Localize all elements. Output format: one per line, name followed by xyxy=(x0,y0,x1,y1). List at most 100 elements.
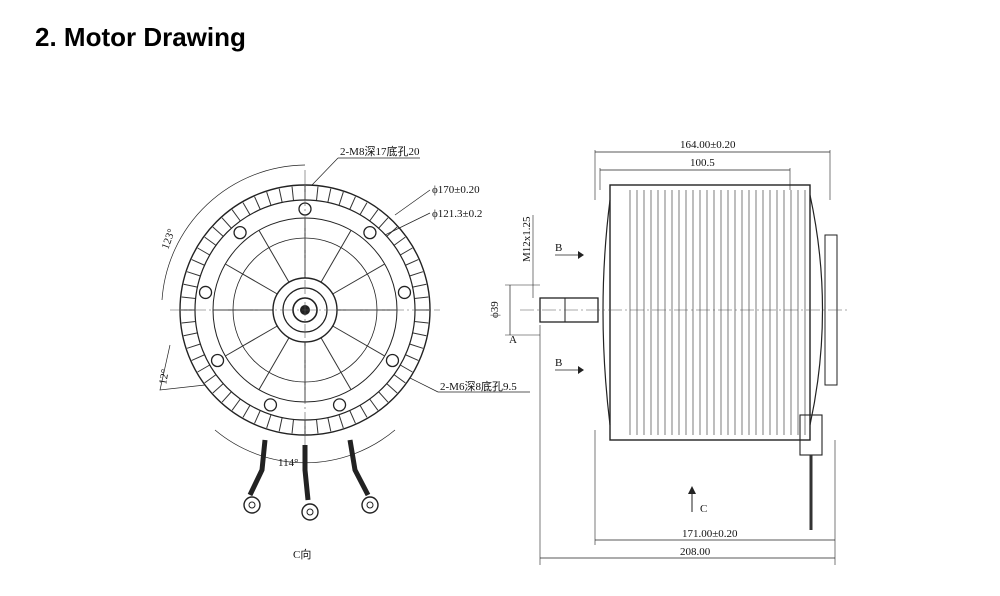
callout-m8: 2-M8深17底孔20 xyxy=(340,144,420,158)
fin xyxy=(197,364,210,373)
fin xyxy=(278,188,283,203)
fin xyxy=(393,374,406,384)
bolt-hole xyxy=(385,353,400,368)
leader-m6 xyxy=(409,377,439,393)
bolt-hole xyxy=(263,398,278,412)
fin xyxy=(378,217,389,229)
dim-164: 164.00±0.20 xyxy=(680,139,736,151)
callout-d121: ϕ121.3±0.2 xyxy=(432,208,482,220)
angle-label-123: 123° xyxy=(160,227,178,251)
fin xyxy=(291,419,294,434)
label-b-top: B xyxy=(555,242,562,254)
right-end-cap xyxy=(809,194,824,426)
dim-171: 171.00±0.20 xyxy=(682,528,738,540)
fin xyxy=(254,410,261,424)
angle-arc-12 xyxy=(159,344,206,391)
fin xyxy=(414,321,429,324)
cooling-fins xyxy=(181,186,429,434)
fin xyxy=(186,343,201,349)
fin xyxy=(231,209,241,222)
spoke xyxy=(320,337,352,390)
fin xyxy=(409,343,424,349)
fin xyxy=(191,354,205,361)
fin xyxy=(414,296,429,299)
fin xyxy=(400,247,413,256)
fin xyxy=(405,259,419,266)
fin xyxy=(386,383,398,394)
fin xyxy=(412,332,427,337)
spoke xyxy=(258,230,290,283)
fin xyxy=(183,332,198,337)
fin xyxy=(266,414,272,429)
fin xyxy=(393,236,406,246)
dim-m12: M12x1.25 xyxy=(521,216,533,262)
callout-d170: ϕ170±0.20 xyxy=(432,184,480,196)
callout-m6: 2-M6深8底孔9.5 xyxy=(440,379,517,393)
angle-label-114: 114° xyxy=(278,457,299,469)
fin xyxy=(359,405,368,418)
left-end-cap xyxy=(602,199,611,426)
fin xyxy=(204,374,217,384)
spoke xyxy=(258,337,290,390)
bolt-hole xyxy=(210,353,225,368)
fin xyxy=(212,226,224,237)
fin xyxy=(400,364,413,373)
fin xyxy=(181,321,196,324)
fin xyxy=(412,283,427,288)
fin xyxy=(254,196,261,210)
fin xyxy=(291,186,294,201)
fin xyxy=(316,419,319,434)
fin xyxy=(349,196,356,210)
bolt-hole xyxy=(363,225,377,240)
fin xyxy=(183,283,198,288)
fin xyxy=(212,383,224,394)
terminal-1 xyxy=(243,496,261,514)
terminal-2 xyxy=(301,503,319,521)
fin xyxy=(186,271,201,277)
bolt-hole xyxy=(397,285,412,300)
dim-100: 100.5 xyxy=(690,157,715,169)
angle-label-12: 12° xyxy=(157,368,171,385)
label-c: C xyxy=(700,503,707,515)
leader-d121 xyxy=(384,212,431,236)
fin xyxy=(278,417,283,432)
fin xyxy=(204,236,217,246)
label-b-bottom: B xyxy=(555,357,562,369)
page-title: 2. Motor Drawing xyxy=(35,22,246,52)
bolt-hole xyxy=(332,398,347,412)
fin xyxy=(242,202,251,215)
leader-d170 xyxy=(394,189,431,216)
wire-leads xyxy=(243,439,379,521)
view-label-c: C向 xyxy=(293,547,311,561)
fin xyxy=(316,186,319,201)
side-view: 164.00±0.20 100.5 M12x1.25 ϕ39 A B B C 1… xyxy=(489,139,850,565)
fin xyxy=(231,398,241,411)
fin xyxy=(338,191,344,206)
bolt-hole xyxy=(233,225,247,240)
front-view: 2-M8深17底孔20 ϕ170±0.20 ϕ121.3±0.2 2-M6深8底… xyxy=(157,144,530,561)
fin xyxy=(369,398,379,411)
fin xyxy=(409,271,424,277)
fin xyxy=(266,191,272,206)
bolt-holes xyxy=(198,202,412,412)
fin xyxy=(359,202,368,215)
leader-m8 xyxy=(311,157,339,186)
fin xyxy=(327,188,332,203)
spoke xyxy=(225,325,278,357)
fin xyxy=(349,410,356,424)
fin xyxy=(242,405,251,418)
body-ribs xyxy=(629,190,806,435)
angle-arc-123 xyxy=(161,164,306,301)
spoke xyxy=(225,263,278,295)
spoke xyxy=(332,263,385,295)
dim-208: 208.00 xyxy=(680,546,711,558)
fin xyxy=(181,296,196,299)
fin xyxy=(378,391,389,403)
fin xyxy=(369,209,379,222)
dim-d39: ϕ39 xyxy=(489,301,501,318)
label-a: A xyxy=(509,334,517,346)
terminal-3 xyxy=(361,496,379,514)
spoke xyxy=(320,230,352,283)
fin xyxy=(221,217,232,229)
